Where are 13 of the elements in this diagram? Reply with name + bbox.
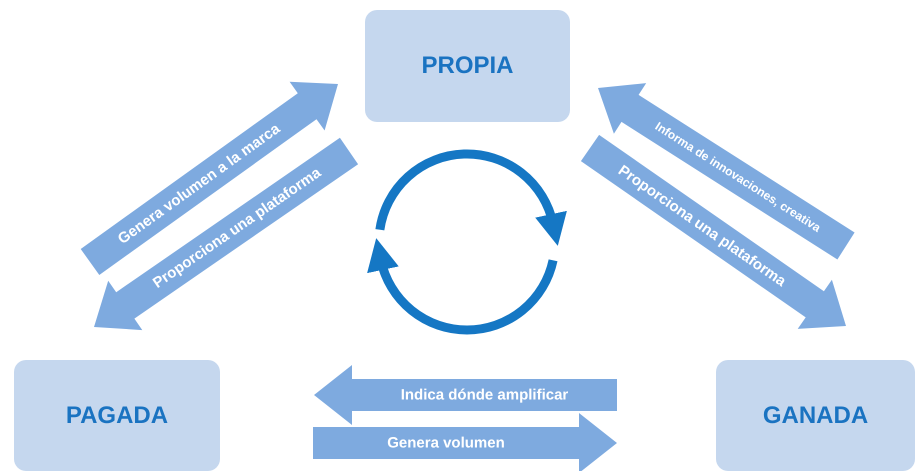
category-box bbox=[14, 360, 220, 471]
edge-label: Genera volumen bbox=[387, 436, 505, 450]
block-arrow bbox=[314, 365, 617, 425]
category-box bbox=[365, 10, 570, 122]
category-box bbox=[716, 360, 915, 471]
node-title: PROPIA bbox=[421, 51, 514, 81]
node-title: PAGADA bbox=[66, 400, 168, 430]
edge-label: Indica dónde amplificar bbox=[400, 388, 568, 402]
block-arrow bbox=[598, 83, 855, 260]
block-arrow bbox=[94, 138, 358, 330]
block-arrow bbox=[313, 413, 617, 471]
block-arrow bbox=[580, 134, 846, 329]
node-title: GANADA bbox=[762, 400, 868, 430]
